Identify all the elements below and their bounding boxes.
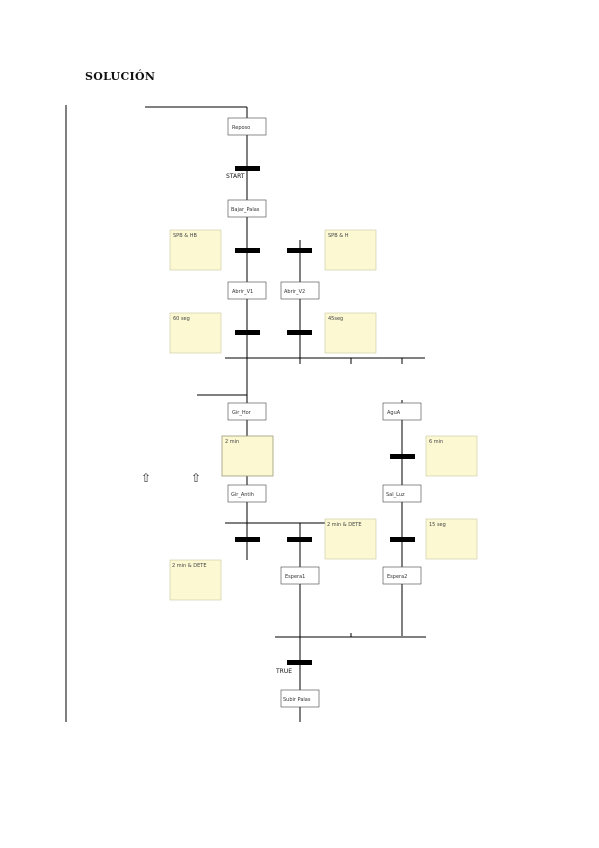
condition-note: 60 seg [169, 312, 222, 354]
step-label: AguA [387, 410, 401, 416]
condition-note: 15 seg [425, 518, 478, 560]
page-heading: SOLUCIÓN [85, 70, 156, 83]
step-label: Espera2 [387, 574, 407, 580]
step-label: Espera1 [285, 574, 305, 580]
svg-text:2 min: 2 min [225, 439, 239, 445]
condition-note: SPB & H [324, 229, 377, 271]
transition-bar [235, 248, 260, 253]
step-label: Subir Palas [283, 697, 311, 703]
svg-text:2 min & DETE: 2 min & DETE [172, 563, 207, 569]
condition-note: 2 min [221, 435, 274, 477]
step-label: Bajar_Palas [231, 207, 260, 213]
transition-bar [235, 330, 260, 335]
transition-label-start: START [226, 173, 245, 180]
transition-bar [287, 248, 312, 253]
transition-bar [390, 454, 415, 459]
transition-bar [287, 537, 312, 542]
step-label: Abrir_V1 [232, 289, 253, 295]
svg-text:2 min & DETE: 2 min & DETE [327, 522, 362, 528]
svg-text:6 min: 6 min [429, 439, 443, 445]
step-agua: AguA [382, 402, 422, 421]
step-label: Gir_Hor [232, 410, 252, 416]
condition-note: 45seg [324, 312, 377, 354]
transition-bar [235, 537, 260, 542]
condition-note: SPB & HB [169, 229, 222, 271]
step-sal-luz: Sal_Luz [382, 484, 422, 503]
step-abrir-v2: Abrir_V2 [280, 281, 320, 300]
transition-label-true: TRUE [275, 668, 292, 675]
transition-bar [287, 660, 312, 665]
svg-text:SPB & HB: SPB & HB [173, 233, 197, 239]
transition-bar [287, 330, 312, 335]
up-arrow-icon: ⇧ [141, 471, 151, 485]
step-abrir-v1: Abrir_V1 [227, 281, 267, 300]
condition-note: 2 min & DETE [169, 559, 222, 601]
svg-text:60 seg: 60 seg [173, 316, 190, 322]
step-gir-hor: Gir_Hor [227, 402, 267, 421]
svg-text:45seg: 45seg [328, 316, 343, 322]
step-espera2: Espera2 [382, 566, 422, 585]
transition-bar [235, 166, 260, 171]
step-reposo: Reposo [227, 117, 267, 136]
up-arrow-icon: ⇧ [191, 471, 201, 485]
step-gir-antih: Gir_Antih [227, 484, 267, 503]
step-label: Abrir_V2 [284, 289, 305, 295]
step-espera1: Espera1 [280, 566, 320, 585]
step-subir-palas: Subir Palas [280, 689, 320, 708]
step-label: Reposo [232, 125, 250, 131]
condition-note: 2 min & DETE [324, 518, 377, 560]
condition-note: 6 min [425, 435, 478, 477]
svg-text:SPB & H: SPB & H [328, 233, 349, 239]
step-label: Sal_Luz [386, 492, 405, 498]
transition-bar [390, 537, 415, 542]
step-bajar-palas: Bajar_Palas [227, 199, 267, 218]
svg-text:15 seg: 15 seg [429, 522, 446, 528]
step-label: Gir_Antih [231, 492, 254, 498]
